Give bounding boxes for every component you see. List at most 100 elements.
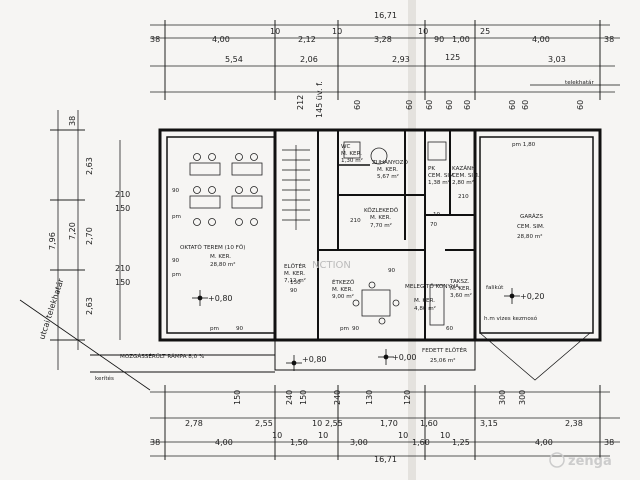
- level-label: +0,20: [520, 292, 545, 301]
- room-name: TAKSZ.: [449, 279, 470, 285]
- room-floor: M. KER.: [450, 286, 471, 292]
- window-dim: 210: [115, 190, 130, 199]
- mark: pm: [340, 326, 349, 332]
- top-dim: 2,06: [300, 55, 318, 64]
- room-area: 9,00 m²: [332, 293, 354, 300]
- room-labels: OKTATÓ TEREM (10 FŐ) M. KER. 28,80 m² +0…: [180, 144, 545, 364]
- room-floor: M. KER.: [414, 298, 435, 304]
- small-marks: 90 90 pm pm pm pm 90 90 90 130 90 70 10 …: [172, 188, 469, 332]
- bottom-dim: 4,00: [535, 438, 553, 447]
- mark: 70: [430, 222, 438, 228]
- bottom-dim: 1,60: [420, 419, 438, 428]
- bottom-dim: 240: [333, 390, 342, 405]
- mark: 90: [290, 288, 298, 294]
- room-area: 7,70 m²: [370, 222, 392, 229]
- top-dim: 212: [296, 95, 305, 110]
- room-name: WC: [341, 144, 351, 150]
- mark: 90: [388, 268, 396, 274]
- pm-label: pm 1,80: [512, 142, 536, 148]
- bottom-dim: 150: [233, 390, 242, 405]
- window-dim: 210: [115, 264, 130, 273]
- bottom-dim: 10: [398, 431, 408, 440]
- room-floor: M. KER.: [210, 254, 231, 260]
- level-markers: [192, 288, 520, 371]
- top-dim: 60: [445, 100, 454, 110]
- top-dim: 145 üv. f.: [315, 81, 324, 118]
- room-area: 28,80 m²: [517, 233, 542, 240]
- room-floor: M. KER.: [332, 287, 353, 293]
- bottom-dim: 130: [365, 390, 374, 405]
- top-dim: 60: [353, 100, 362, 110]
- top-dim: 60: [425, 100, 434, 110]
- zenga-logo-icon: [549, 452, 565, 468]
- room-area: 1,30 m²: [341, 157, 363, 164]
- bottom-dim: 10: [312, 419, 322, 428]
- room-floor: M. KER.: [377, 167, 398, 173]
- mark: 90: [236, 326, 244, 332]
- bottom-dim: 1,70: [380, 419, 398, 428]
- mark: 130: [290, 280, 301, 286]
- top-dim: 38: [150, 35, 160, 44]
- top-dim: 2,12: [298, 35, 316, 44]
- watermark-text: NCTION: [312, 260, 351, 271]
- bottom-dim: 3,15: [480, 419, 498, 428]
- top-dim: 5,54: [225, 55, 243, 64]
- top-dim: 60: [521, 100, 530, 110]
- top-dimensions: 16,71 38 4,00 10 2,12 10 3,28 10 90 1,00…: [150, 11, 614, 118]
- top-dim: 125: [445, 53, 460, 62]
- room-floor: M. KER.: [284, 271, 305, 277]
- left-dimensions: 7,96 38 2,63 2,70 2,63 7,20 210 150 210 …: [48, 116, 130, 315]
- room-area: 7,12 m²: [284, 277, 306, 284]
- mark: pm: [172, 272, 181, 278]
- room-name: FEDETT ELŐTÉR: [422, 346, 467, 354]
- left-dim: 2,70: [85, 227, 94, 245]
- room-floor: CEM. SIM.: [517, 224, 545, 230]
- room-area: 28,80 m²: [210, 261, 235, 268]
- bottom-dim: 10: [318, 431, 328, 440]
- top-dim: 60: [508, 100, 517, 110]
- top-dim: 10: [418, 27, 428, 36]
- bottom-dim: 1,50: [290, 438, 308, 447]
- dimension-lines: [50, 20, 620, 460]
- bottom-dim: 300: [518, 390, 527, 405]
- top-dim: 1,00: [452, 35, 470, 44]
- top-total-dim: 16,71: [374, 11, 397, 20]
- mark: 10: [433, 212, 441, 218]
- level-label: +0,80: [302, 355, 327, 364]
- room-area: 2,80 m²: [452, 179, 474, 186]
- room-name: ÉTKEZŐ: [332, 278, 355, 286]
- top-dim: 4,00: [532, 35, 550, 44]
- bottom-dim: 10: [440, 431, 450, 440]
- left-dim: 2,63: [85, 157, 94, 175]
- room-name: MELEGÍTŐ KONYHA: [405, 283, 459, 290]
- bottom-dim: 2,38: [565, 419, 583, 428]
- bottom-dim: 240: [285, 390, 294, 405]
- room-floor: CEM. SIM.: [428, 173, 456, 179]
- bottom-dim: 150: [299, 390, 308, 405]
- top-dim: 3,03: [548, 55, 566, 64]
- top-dim: 60: [576, 100, 585, 110]
- bottom-dim: 120: [403, 390, 412, 405]
- top-dim: 3,28: [374, 35, 392, 44]
- top-dim: 25: [480, 27, 490, 36]
- room-floor: M. KER.: [370, 215, 391, 221]
- mark: pm: [210, 326, 219, 332]
- top-dim: 10: [270, 27, 280, 36]
- top-dim: 10: [332, 27, 342, 36]
- bottom-dim: 1,25: [452, 438, 470, 447]
- room-floor: M. KER.: [341, 151, 362, 157]
- top-dim: 60: [463, 100, 472, 110]
- room-area: 25,06 m²: [430, 357, 455, 364]
- page-fold: [408, 0, 416, 480]
- level-label: +0,80: [208, 294, 233, 303]
- window-dim: 150: [115, 278, 130, 287]
- room-name: KÖZLEKEDŐ: [364, 207, 399, 214]
- bottom-dim: 3,00: [350, 438, 368, 447]
- room-name: KAZÁNH.: [452, 165, 477, 172]
- left-total-dim: 7,96: [48, 232, 57, 250]
- watermark-brand: zenga: [568, 454, 612, 469]
- meter-label: h.m vizes kezmosó: [484, 315, 538, 322]
- bottom-dim: 300: [498, 390, 507, 405]
- top-dim: 38: [604, 35, 614, 44]
